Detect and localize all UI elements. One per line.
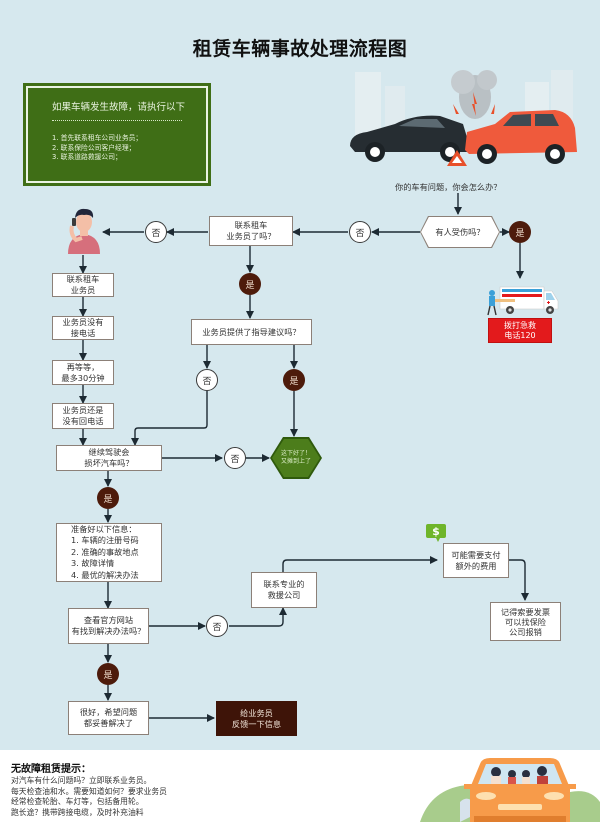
notice-heading: 如果车辆发生故障，请执行以下 xyxy=(52,102,186,113)
notice-item: 2. 联系保险公司客户经理； xyxy=(52,143,136,152)
notice-divider xyxy=(52,120,182,121)
prepare-info-box[interactable]: 准备好以下信息： 1. 车辆的注册号码 2. 准确的事故地点 3. 故障详情 4… xyxy=(56,523,162,582)
check-website-decision[interactable]: 查看官方网站 有找到解决办法吗？ xyxy=(68,608,149,644)
family-car-illustration xyxy=(420,758,600,822)
contacted-no-badge: 否 xyxy=(145,221,167,243)
contact-rescue-box[interactable]: 联系专业的 救援公司 xyxy=(251,572,317,608)
arrow-no-to-rescue xyxy=(229,607,287,627)
notice-item: 3. 联系道路救援公司； xyxy=(52,153,122,161)
extra-fee-box[interactable]: 可能需要支付 额外的费用 xyxy=(443,543,509,578)
feedback-box[interactable]: 给业务员 反馈一下信息 xyxy=(216,701,297,736)
svg-text:$: $ xyxy=(432,525,440,538)
good-end-hexagon: 这下好了！ 又摊到上了 xyxy=(270,437,322,479)
ambulance-illustration xyxy=(487,286,559,316)
contacted-yes-badge: 是 xyxy=(239,273,261,295)
call-emergency-box[interactable]: 拨打急救 电话120 xyxy=(488,318,552,343)
damage-no-badge: 否 xyxy=(224,447,246,469)
injured-no-badge: 否 xyxy=(349,221,371,243)
notice-list: 1. 首先联系租车公司业务员； 2. 联系保险公司客户经理； 3. 联系道路救援… xyxy=(52,134,142,163)
tips-footer: 无故障租赁提示： 对汽车有什么问题吗？立即联系业务员。 每天检查油和水。需要知道… xyxy=(0,750,600,822)
wait-box[interactable]: 再等等， 最多30分钟 xyxy=(52,360,114,385)
no-answer-box[interactable]: 业务员没有 接电话 xyxy=(52,316,114,340)
website-no-badge: 否 xyxy=(206,615,228,637)
notice-item: 1. 首先联系租车公司业务员； xyxy=(52,134,143,142)
no-callback-box[interactable]: 业务员还是 没有回电话 xyxy=(52,403,114,429)
resolved-box[interactable]: 很好，希望问题 都妥善解决了 xyxy=(68,701,149,735)
tips-lines: 对汽车有什么问题吗？立即联系业务员。 每天检查油和水。需要知道如何？要求业务员 … xyxy=(11,776,167,817)
arrow-fee-to-invoice xyxy=(509,559,529,601)
advice-no-badge: 否 xyxy=(196,369,218,391)
damage-yes-badge: 是 xyxy=(97,487,119,509)
person-on-phone-illustration xyxy=(68,208,100,254)
advice-yes-badge: 是 xyxy=(283,369,305,391)
tips-heading: 无故障租赁提示： xyxy=(11,764,91,775)
good-end-label: 这下好了！ 又摊到上了 xyxy=(272,439,320,477)
arrow-rescue-to-fee xyxy=(282,556,438,572)
injured-label: 有人受伤吗？ xyxy=(421,217,499,247)
continue-damage-decision[interactable]: 继续驾驶会 损坏汽车吗？ xyxy=(56,445,162,471)
contact-agent-box[interactable]: 联系租车 业务员 xyxy=(52,273,114,297)
car-crash-illustration xyxy=(350,70,577,166)
page-title: 租赁车辆事故处理流程图 xyxy=(192,38,408,60)
contacted-agent-decision[interactable]: 联系租车 业务员了吗？ xyxy=(209,216,293,246)
injured-decision[interactable]: 有人受伤吗？ xyxy=(420,216,500,248)
arrow-no-to-damage xyxy=(131,391,208,446)
start-question: 你的车有问题，你会怎么办？ xyxy=(395,182,502,192)
dollar-icon: $ xyxy=(426,524,446,542)
invoice-box[interactable]: 记得索要发票 可以找保险 公司报销 xyxy=(490,602,561,641)
notice-box: 如果车辆发生故障，请执行以下 1. 首先联系租车公司业务员； 2. 联系保险公司… xyxy=(25,85,209,184)
website-yes-badge: 是 xyxy=(97,663,119,685)
agent-advice-decision[interactable]: 业务员提供了指导建议吗？ xyxy=(191,319,312,345)
injured-yes-badge: 是 xyxy=(509,221,531,243)
